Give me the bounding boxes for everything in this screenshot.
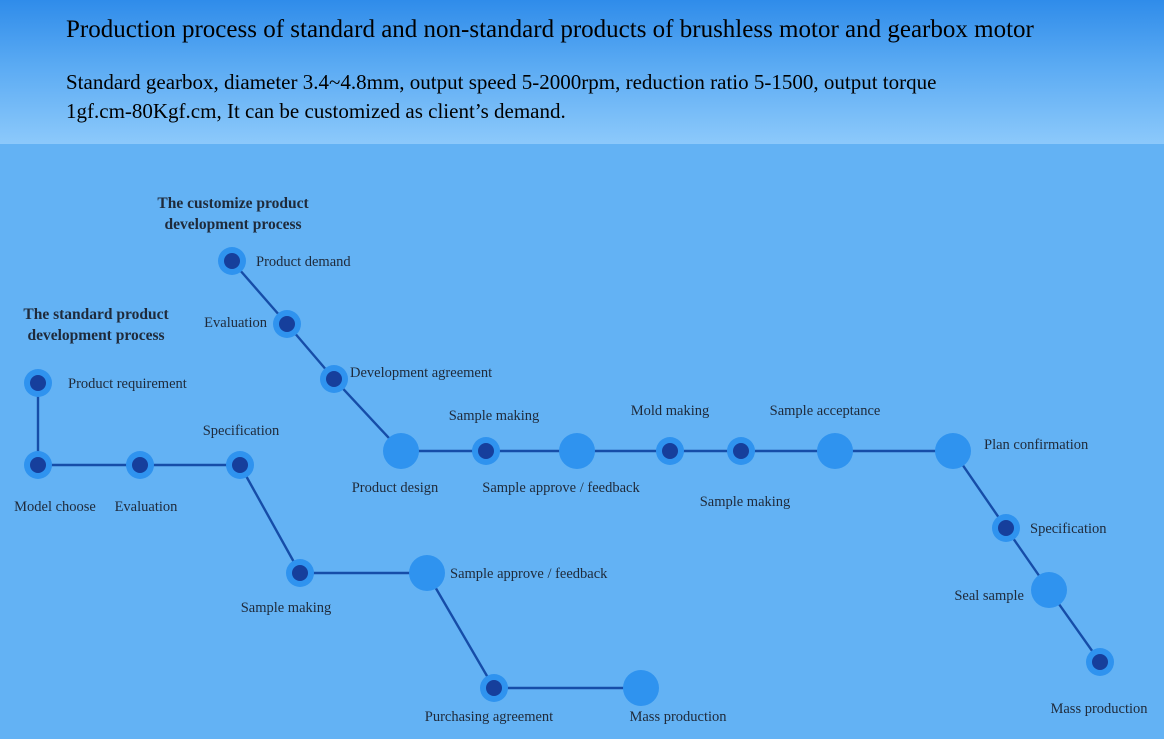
label-product-requirement: Product requirement [68,376,187,392]
node-seal-sample [1031,572,1067,608]
node-development-agreement [320,365,348,393]
customize-heading-line-2: development process [164,216,301,233]
label-sample-making-customize-2: Sample making [700,494,791,510]
label-evaluation-standard: Evaluation [115,499,179,515]
label-sample-making-customize-1: Sample making [449,408,540,424]
node-product-requirement [24,369,52,397]
node-product-demand [218,247,246,275]
node-sample-making-customize-2 [727,437,755,465]
customize-heading-line-1: The customize product [157,195,309,212]
node-sample-making-standard [286,559,314,587]
label-mold-making: Mold making [631,403,710,419]
standard-heading-line-1: The standard product [23,306,169,323]
header-banner: Production process of standard and non-s… [0,0,1164,144]
label-sample-acceptance: Sample acceptance [770,403,881,419]
label-model-choose: Model choose [14,499,96,515]
label-evaluation-customize: Evaluation [204,315,268,331]
process-diagram: The standard product development process… [0,144,1164,734]
node-evaluation-customize [273,310,301,338]
standard-process-edges [36,383,641,690]
node-sample-approve-standard [409,555,445,591]
node-specification-customize [992,514,1020,542]
subtitle-line-2: 1gf.cm-80Kgf.cm, It can be customized as… [66,99,566,123]
node-product-design [383,433,419,469]
node-mold-making [656,437,684,465]
node-sample-approve-customize [559,433,595,469]
node-model-choose [24,451,52,479]
node-sample-acceptance [817,433,853,469]
label-specification-customize: Specification [1030,521,1107,537]
label-product-demand: Product demand [256,254,351,270]
process-diagram-svg: The standard product development process… [14,195,1148,725]
label-mass-production-customize: Mass production [1050,701,1148,717]
label-sample-making-standard: Sample making [241,600,332,616]
node-mass-production-standard [623,670,659,706]
node-specification-standard [226,451,254,479]
label-specification-standard: Specification [203,423,280,439]
node-purchasing-agreement [480,674,508,702]
page-title: Production process of standard and non-s… [66,16,1034,43]
node-evaluation-standard [126,451,154,479]
label-sample-approve-standard: Sample approve / feedback [450,566,608,582]
label-plan-confirmation: Plan confirmation [984,437,1089,453]
node-plan-confirmation [935,433,971,469]
node-sample-making-customize-1 [472,437,500,465]
subtitle-line-1: Standard gearbox, diameter 3.4~4.8mm, ou… [66,70,937,94]
label-mass-production-standard: Mass production [629,709,727,725]
page-subtitle: Standard gearbox, diameter 3.4~4.8mm, ou… [66,68,1126,126]
label-sample-approve-customize: Sample approve / feedback [482,480,640,496]
node-mass-production-customize [1086,648,1114,676]
label-seal-sample: Seal sample [954,588,1024,604]
standard-heading-line-2: development process [27,327,164,344]
label-development-agreement: Development agreement [350,365,492,381]
label-purchasing-agreement: Purchasing agreement [425,709,553,725]
standard-process-path [36,383,641,690]
label-product-design: Product design [352,480,439,496]
